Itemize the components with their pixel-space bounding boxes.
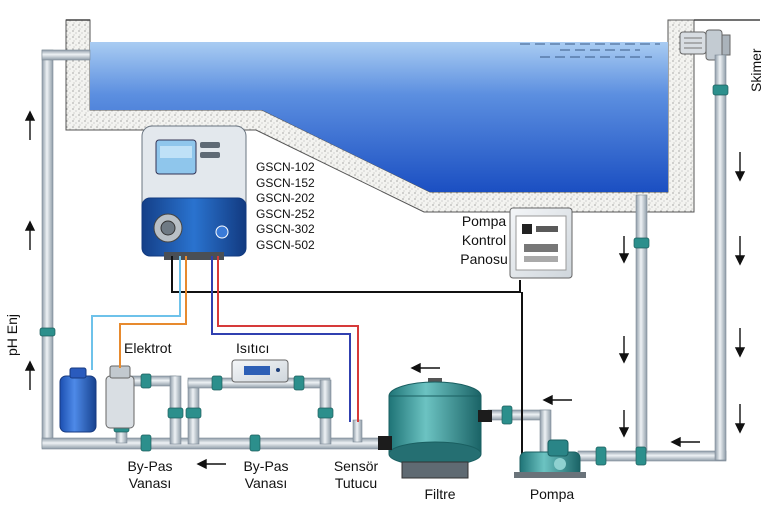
filter: [378, 378, 492, 479]
bypass-right-label-line: By-Pas: [243, 458, 289, 474]
arrow-left-icon: [410, 362, 440, 374]
bypass-right-label: By-Pas Vanası: [236, 458, 296, 492]
electrode-label: Elektrot: [124, 340, 172, 356]
control-panel: [509, 207, 573, 279]
sensor-holder-label-line: Sensör: [333, 458, 379, 474]
wires: [91, 256, 523, 456]
water-surface-lines: [520, 43, 660, 58]
heater: [231, 359, 289, 383]
arrow-down-icon: [734, 152, 746, 182]
control-panel-label-line: Kontrol: [461, 232, 507, 248]
arrow-down-icon: [618, 236, 630, 264]
bypass-right-label-line: Vanası: [244, 475, 288, 491]
control-panel-label-line: Panosu: [460, 251, 508, 267]
bypass-left-label-line: Vanası: [128, 475, 172, 491]
pool: [65, 19, 760, 213]
arrow-left-icon: [196, 458, 226, 470]
arrow-down-icon: [734, 236, 746, 266]
skimmer: [679, 29, 731, 61]
skimmer-label: Skimer: [748, 48, 764, 92]
arrow-left-icon: [542, 394, 572, 406]
sensor-holder-label: Sensör Tutucu: [326, 458, 386, 492]
model-item: GSCN-252: [256, 206, 315, 221]
arrow-up-icon: [24, 220, 36, 250]
wire-lightblue: [91, 256, 181, 370]
arrow-left-icon: [670, 436, 700, 448]
filter-label: Filtre: [424, 486, 456, 502]
wire-orange: [119, 256, 187, 368]
model-item: GSCN-102: [256, 160, 315, 174]
arrow-up-icon: [24, 110, 36, 140]
controller: [141, 125, 247, 260]
arrow-down-icon: [734, 404, 746, 434]
model-item: GSCN-152: [256, 175, 315, 190]
control-panel-label: Pompa Kontrol Panosu: [438, 212, 530, 269]
flow-arrows: [24, 110, 746, 470]
wire-black: [171, 256, 521, 293]
arrow-up-icon: [24, 360, 36, 390]
pump-label: Pompa: [529, 486, 575, 502]
controller-models: GSCN-102 GSCN-152 GSCN-202 GSCN-252 GSCN…: [256, 160, 315, 253]
arrow-down-icon: [618, 410, 630, 438]
wire-blue: [211, 256, 351, 422]
bypass-left-label-line: By-Pas: [127, 458, 173, 474]
heater-label: Isıtıcı: [236, 340, 270, 356]
wire-red: [217, 256, 359, 422]
sensor-holder-label-line: Tutucu: [334, 475, 378, 491]
model-item: GSCN-202: [256, 191, 315, 205]
pool-water: [90, 42, 668, 192]
bypass-left-label: By-Pas Vanası: [120, 458, 180, 492]
model-item: GSCN-302: [256, 222, 315, 236]
pump: [514, 439, 586, 478]
electrode-housing: [105, 365, 135, 429]
control-panel-label-line: Pompa: [461, 213, 507, 229]
model-item: GSCN-502: [256, 237, 315, 252]
ph-tank: [59, 367, 97, 433]
arrow-down-icon: [618, 336, 630, 364]
ph-injection-label: pH Enj: [4, 313, 20, 356]
arrow-down-icon: [734, 328, 746, 358]
